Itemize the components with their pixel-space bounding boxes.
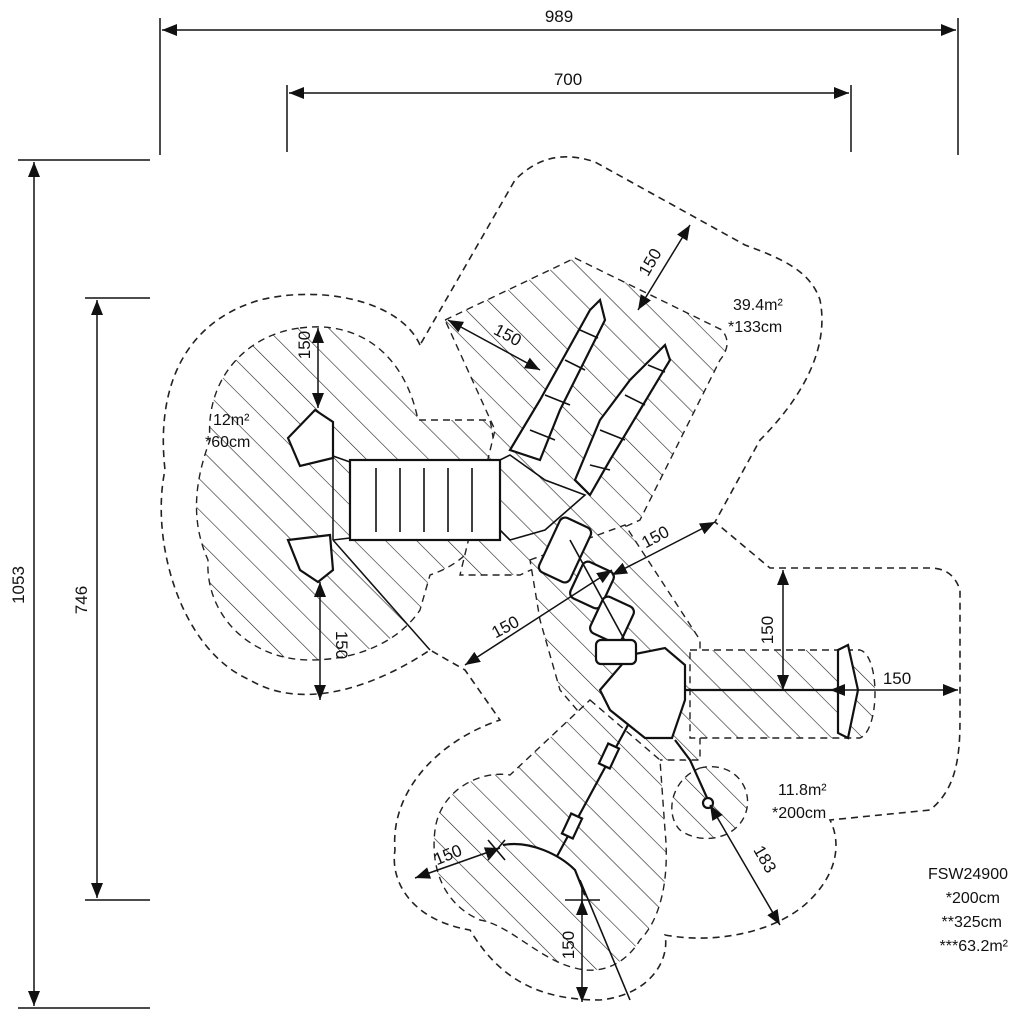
clearance-left-lower: 150 [314, 582, 351, 700]
climbing-ladder-upper [508, 297, 607, 462]
slide [674, 739, 710, 801]
outer-safety-boundary [160, 156, 961, 1001]
inner-width-label: 700 [554, 70, 582, 89]
top-right-zone-height: *133cm [728, 319, 782, 336]
clearance-right-top: 150 [758, 570, 789, 690]
left-zone-area: 12m² [213, 412, 250, 429]
svg-text:150: 150 [883, 669, 911, 688]
product-free-fall: *200cm [946, 890, 1000, 907]
overall-height-label: 1053 [9, 566, 28, 604]
bottom-right-zone-area: 11.8m² [778, 782, 827, 799]
left-lower-leader [332, 539, 431, 651]
rope-bridge [554, 724, 629, 861]
svg-text:150: 150 [295, 331, 314, 359]
dimension-inner-width: 700 [286, 70, 852, 152]
svg-text:150: 150 [559, 931, 578, 959]
svg-text:150: 150 [758, 616, 777, 644]
overall-width-label: 989 [545, 7, 573, 26]
bottom-curved-bar [502, 842, 587, 896]
svg-text:150: 150 [488, 612, 522, 642]
connecting-frame [499, 454, 587, 541]
left-lower-panel [286, 533, 335, 584]
product-total-height: **325cm [942, 914, 1002, 931]
dimension-overall-height: 1053 [9, 159, 150, 1009]
right-impact-area [689, 649, 876, 739]
clearance-right: 150 [830, 669, 958, 696]
top-right-zone-area: 39.4m² [733, 297, 783, 314]
left-upper-panel [286, 408, 335, 468]
svg-text:183: 183 [749, 842, 780, 876]
dimension-overall-width: 989 [159, 7, 959, 155]
product-safety-area: ***63.2m² [940, 938, 1009, 955]
climbing-ladder-lower [573, 342, 672, 497]
dimension-inner-height: 746 [72, 297, 150, 901]
central-platform [598, 646, 687, 740]
product-code: FSW24900 [928, 866, 1008, 883]
svg-text:150: 150 [635, 245, 666, 279]
inner-height-label: 746 [72, 586, 91, 614]
bottom-right-zone-height: *200cm [772, 805, 826, 822]
svg-text:150: 150 [638, 522, 672, 552]
clearance-bottom-right: 183 [709, 804, 781, 926]
horizontal-ladder [332, 455, 502, 542]
svg-text:150: 150 [332, 631, 351, 659]
clearance-top-left: 150 [295, 328, 324, 408]
left-zone-height: *60cm [205, 434, 250, 451]
platform-step [594, 638, 638, 666]
clearance-bottom: 150 [559, 900, 588, 1002]
